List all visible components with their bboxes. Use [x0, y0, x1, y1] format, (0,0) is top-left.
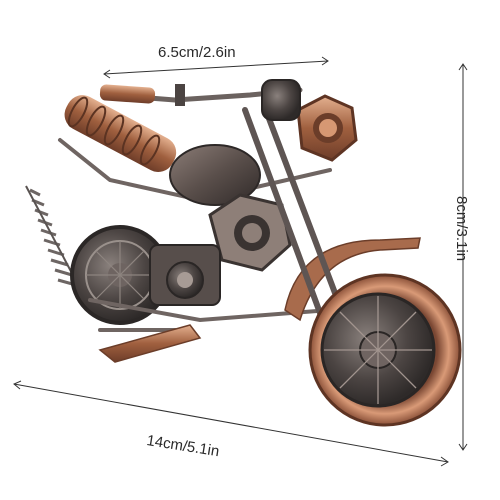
- width-dimension-line: [103, 60, 329, 75]
- height-arrow-top: [458, 63, 468, 71]
- length-arrow-left: [13, 380, 22, 390]
- width-arrow-right: [321, 56, 329, 66]
- dimension-lines: [13, 56, 468, 467]
- height-dimension-label: 8cm/3.1in: [453, 196, 470, 262]
- engine-block: [149, 244, 221, 306]
- width-arrow-left: [103, 69, 111, 79]
- seat-springs: [64, 95, 177, 173]
- headlight-mount: [261, 79, 301, 121]
- headlight-nut: [296, 94, 358, 162]
- height-arrow-bottom: [458, 443, 468, 451]
- engine-nut: [208, 193, 292, 272]
- width-dimension-label: 6.5cm/2.6in: [158, 44, 236, 61]
- motorcycle-model: [25, 79, 462, 427]
- exhaust-pipe: [98, 324, 202, 363]
- front-wheel: [308, 273, 462, 427]
- rear-wheel: [70, 225, 170, 325]
- length-dimension-line: [13, 383, 449, 463]
- length-arrow-right: [440, 456, 449, 467]
- fuel-tank: [169, 144, 261, 206]
